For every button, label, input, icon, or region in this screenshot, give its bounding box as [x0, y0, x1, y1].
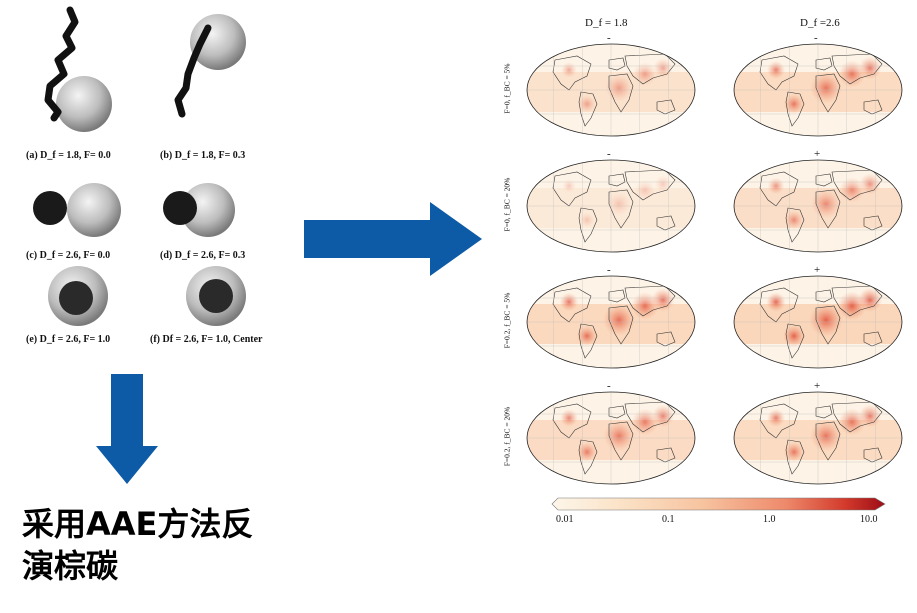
- sign-r1-c0: -: [607, 148, 611, 160]
- method-text-line2: 演棕碳: [22, 547, 119, 585]
- particle-b: [174, 14, 246, 118]
- map-r1-c0: [526, 159, 696, 253]
- sphere: [67, 183, 121, 237]
- caption-d: (d) D_f = 2.6, F= 0.3: [160, 250, 246, 261]
- map-r3-c1: [733, 391, 903, 485]
- map-r2-c1: [733, 275, 903, 369]
- colorbar-tick-0: 0.01: [556, 514, 574, 525]
- sign-r3-c0: -: [607, 380, 611, 392]
- particle-a: [44, 6, 112, 132]
- row-label-2: F=0.2, f_BC = 5%: [502, 292, 512, 349]
- map-r3-c0: [526, 391, 696, 485]
- sign-r0-c0: -: [607, 32, 611, 44]
- down-arrow: [96, 374, 158, 484]
- bc-cluster: [33, 191, 67, 225]
- bc-cluster: [199, 279, 233, 313]
- sphere: [181, 183, 235, 237]
- col-title-2: D_f =2.6: [800, 17, 840, 29]
- particle-e: [48, 266, 108, 326]
- bc-chain: [44, 6, 79, 122]
- map-r1-c1: [733, 159, 903, 253]
- particle-f: [186, 266, 246, 326]
- right-arrow: [304, 202, 482, 276]
- map-r2-c0: [526, 275, 696, 369]
- sphere: [190, 14, 246, 70]
- map-r0-c0: [526, 43, 696, 137]
- colorbar-tick-1: 0.1: [662, 514, 675, 525]
- bc-cluster: [163, 191, 197, 225]
- bc-cluster: [59, 281, 93, 315]
- col-title-1: D_f = 1.8: [585, 17, 628, 29]
- row-label-1: F=0, f_BC = 20%: [502, 177, 512, 232]
- row-label-0: F=0, f_BC = 5%: [502, 63, 512, 114]
- caption-a: (a) D_f = 1.8, F= 0.0: [26, 150, 111, 161]
- particle-d: [163, 183, 235, 237]
- particle-c: [33, 183, 121, 237]
- sign-r2-c1: +: [814, 264, 821, 276]
- row-label-3: F=0.2, f_BC = 20%: [502, 406, 512, 467]
- bc-chain: [174, 24, 212, 118]
- particle-schematic: [33, 6, 246, 326]
- colorbar-tick-2: 1.0: [763, 514, 776, 525]
- sign-r0-c1: -: [814, 32, 818, 44]
- map-r0-c1: [733, 43, 903, 137]
- sphere: [56, 76, 112, 132]
- caption-c: (c) D_f = 2.6, F= 0.0: [26, 250, 111, 261]
- sign-r1-c1: +: [814, 148, 821, 160]
- caption-b: (b) D_f = 1.8, F= 0.3: [160, 150, 246, 161]
- colorbar-tick-3: 10.0: [860, 514, 878, 525]
- caption-e: (e) D_f = 2.6, F= 1.0: [26, 334, 111, 345]
- caption-f: (f) Df = 2.6, F= 1.0, Center: [150, 334, 263, 345]
- sign-r2-c0: -: [607, 264, 611, 276]
- sign-r3-c1: +: [814, 380, 821, 392]
- colorbar: [551, 497, 886, 511]
- method-text-line1: 采用AAE方法反: [22, 505, 254, 543]
